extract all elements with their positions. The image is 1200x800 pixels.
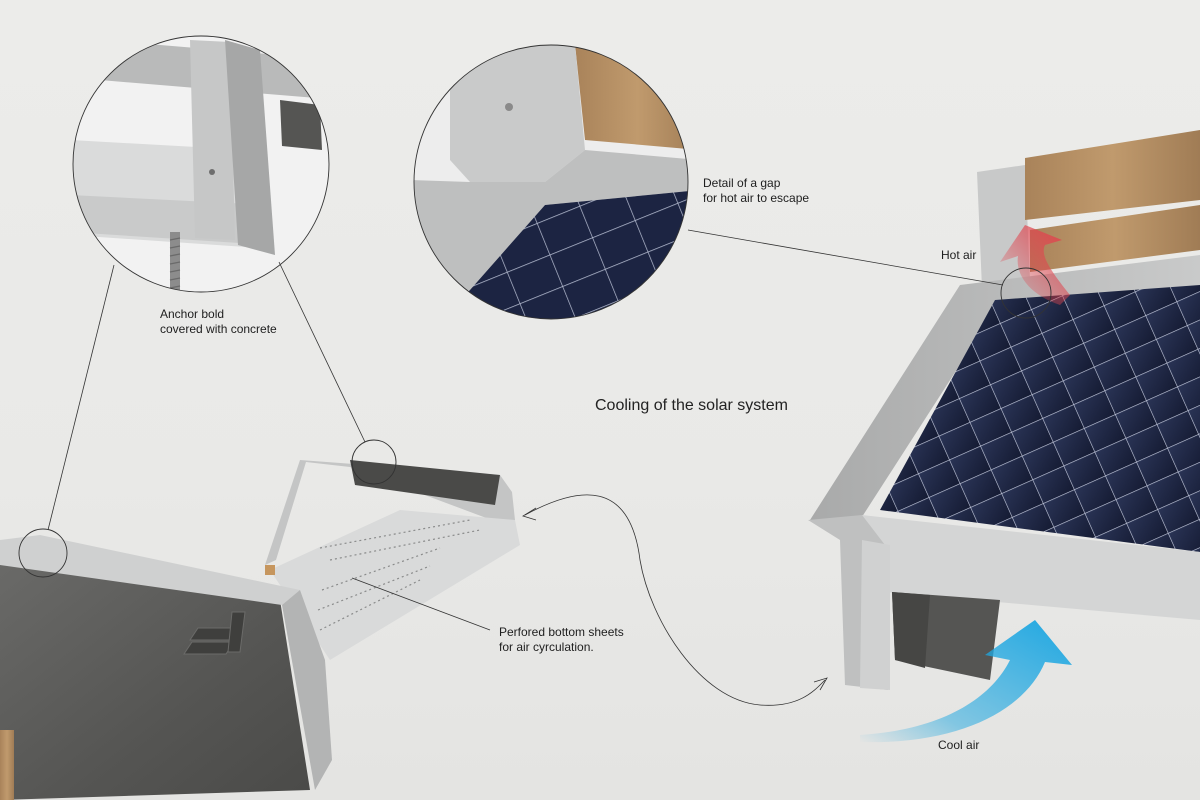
hot-air-label: Hot air <box>941 248 977 262</box>
callout-ring-back-corner <box>351 439 397 485</box>
cool-air-label: Cool air <box>938 738 980 752</box>
gap-label: Detail of a gap for hot air to escape <box>703 176 809 206</box>
hot-air-arrow <box>1000 225 1070 305</box>
anchor-label: Anchor bold covered with concrete <box>160 307 277 337</box>
leader-lines <box>47 229 1004 706</box>
perforated-label-line-2: for air cyrculation. <box>499 640 594 654</box>
anchor-label-line-2: covered with concrete <box>160 322 277 336</box>
perforation-rows <box>317 519 481 631</box>
circulation-arrowheads <box>522 507 828 691</box>
gap-label-line-1: Detail of a gap <box>703 176 781 190</box>
anchor-detail-circle <box>72 35 330 293</box>
gap-label-line-2: for hot air to escape <box>703 191 810 205</box>
left-bench-illustration <box>0 460 520 800</box>
emblem-logo-icon <box>183 611 246 655</box>
diagram-title: Cooling of the solar system <box>595 397 788 414</box>
right-bench-illustration <box>808 130 1200 690</box>
gap-detail-circle <box>413 44 689 320</box>
perforated-sheets-label: Perfored bottom sheets for air cyrculati… <box>499 625 624 655</box>
perforated-label-line-1: Perfored bottom sheets <box>499 625 624 639</box>
callout-ring-gap <box>1000 267 1052 319</box>
anchor-label-line-1: Anchor bold <box>160 307 225 321</box>
cool-air-arrow <box>860 620 1072 743</box>
callout-ring-left-corner <box>18 528 68 578</box>
